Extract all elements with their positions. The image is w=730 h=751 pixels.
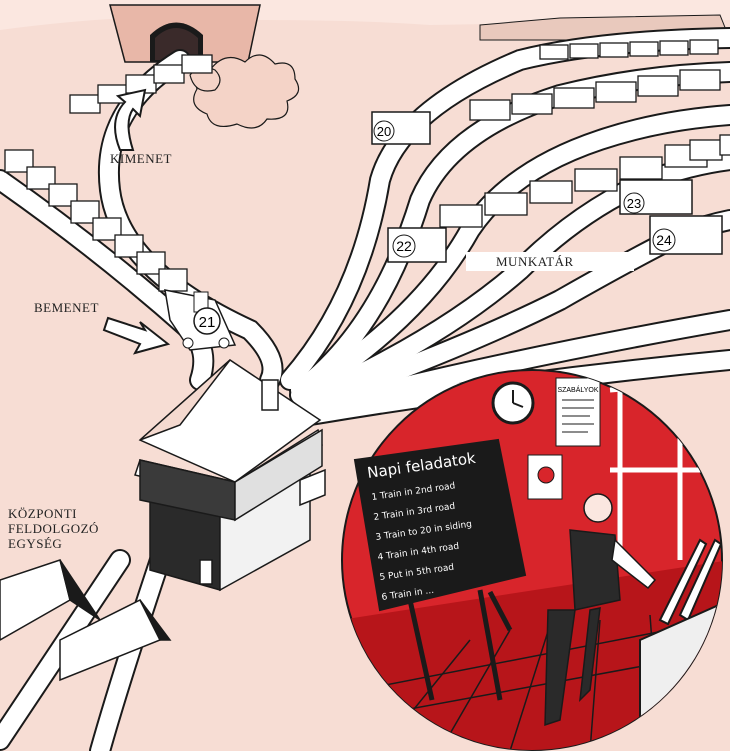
wagon [136, 251, 166, 275]
wagon-24: 24 [649, 215, 723, 255]
cpu-label-line-2: FELDOLGOZÓ [8, 521, 99, 536]
wagon [719, 134, 730, 156]
wagon-23-number: 23 [627, 196, 641, 211]
wagon-20-number: 20 [377, 124, 391, 139]
wagon [439, 204, 483, 228]
wagon [637, 75, 679, 97]
wagon [181, 54, 213, 74]
wagon-22-number: 22 [396, 238, 412, 254]
wagon-23: 23 [619, 179, 693, 215]
wagon-22: 22 [387, 227, 447, 263]
wagon [679, 69, 721, 91]
wagon [469, 99, 511, 121]
wagon [569, 43, 599, 59]
wagon [574, 168, 618, 192]
wagon [114, 234, 144, 258]
wagon [153, 64, 185, 84]
input-arrow-icon [102, 316, 171, 355]
wagon [599, 42, 629, 58]
wagon [26, 166, 56, 190]
wagon [553, 87, 595, 109]
cpu-label: KÖZPONTI FELDOLGOZÓ EGYSÉG [8, 506, 99, 551]
wagon [539, 44, 569, 60]
wagon [595, 81, 637, 103]
rules-notice [555, 377, 601, 447]
wagon [689, 39, 719, 55]
wagon-20: 20 [371, 111, 431, 145]
wagon-24-number: 24 [656, 232, 672, 248]
signal-box [134, 359, 326, 592]
platforms [0, 559, 172, 682]
cpu-label-line-1: KÖZPONTI [8, 506, 77, 521]
signalman [544, 493, 657, 727]
cpu-label-line-3: EGYSÉG [8, 536, 63, 551]
wagon [70, 200, 100, 224]
rules-notice-title: SZABÁLYOK [557, 385, 598, 394]
input-label: BEMENET [34, 300, 99, 315]
engine-number: 21 [199, 314, 216, 331]
wagon [629, 41, 659, 57]
wagon [484, 192, 528, 216]
wagon [511, 93, 553, 115]
wagon [689, 139, 723, 161]
workspace-label: MUNKATÁR [466, 252, 634, 271]
wagon [48, 183, 78, 207]
output-arrow-icon [114, 88, 147, 151]
wagons [4, 39, 730, 292]
wagon [619, 156, 663, 180]
wagon [158, 268, 188, 292]
locomotive: 21 [164, 289, 237, 351]
wagon [69, 94, 101, 114]
wagon [92, 217, 122, 241]
wagon [529, 180, 573, 204]
output-label: KIMENET [110, 151, 172, 166]
wagon [659, 40, 689, 56]
wagon [4, 149, 34, 173]
